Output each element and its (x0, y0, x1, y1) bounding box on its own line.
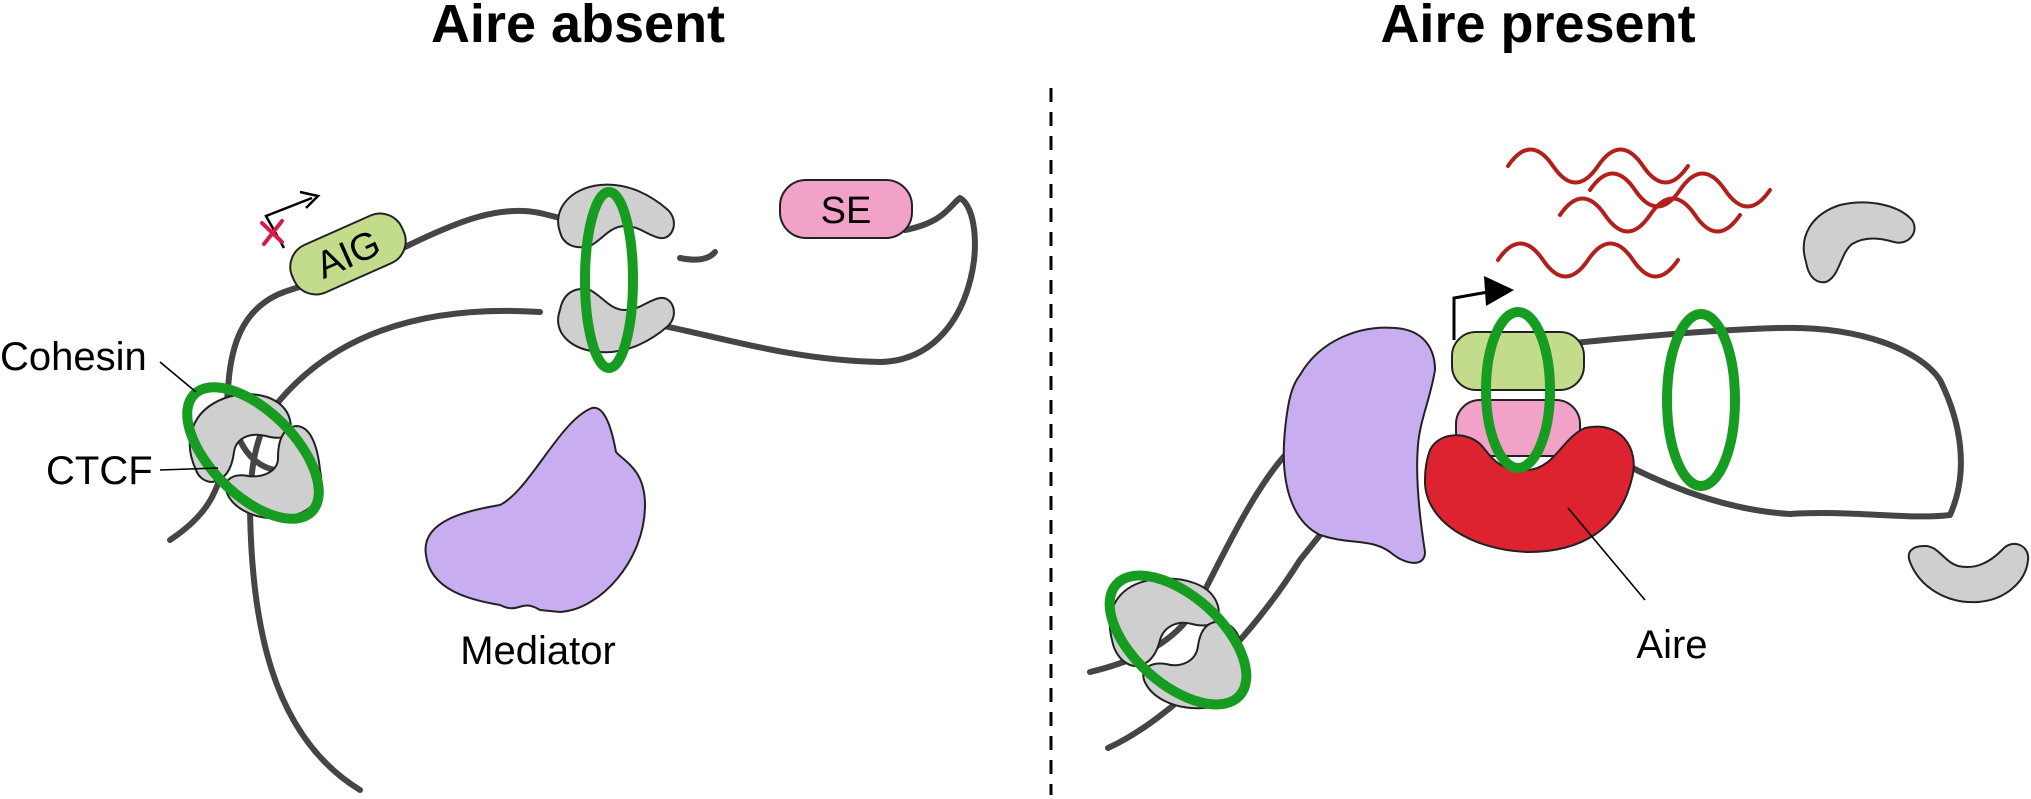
transcripts (1496, 147, 1772, 279)
aire-leader (1567, 507, 1646, 601)
tss-arrow-active (1452, 276, 1514, 340)
mediator-label: Mediator (460, 629, 616, 673)
loop-anchor-top (557, 183, 675, 373)
ctcf-protein (188, 393, 292, 484)
loop-anchor-left (182, 382, 324, 524)
ctcf-free-protein (1907, 542, 2030, 604)
tss-arrow-blocked (264, 190, 321, 249)
left-panel: AIG SE (0, 179, 978, 793)
transcript-wave (1506, 147, 1690, 185)
blocked-x-icon (260, 219, 284, 246)
ctcf-free-protein (1802, 201, 1916, 284)
mediator-complex (1282, 326, 1437, 564)
aig-gene-active (1451, 331, 1585, 391)
mediator-complex (424, 406, 647, 614)
loop-anchor-right (1104, 570, 1252, 710)
cohesin-ring (580, 187, 638, 373)
panel-title-left: Aire absent (431, 0, 725, 54)
panel-title-right: Aire present (1380, 0, 1695, 54)
transcript-wave (1588, 171, 1772, 209)
ctcf-leader (159, 467, 219, 471)
cohesin-label: Cohesin (0, 335, 147, 379)
cohesin-ring (1481, 307, 1555, 473)
cohesin-ring (1104, 570, 1252, 710)
se-enhancer: SE (779, 179, 913, 239)
aire-protein (1423, 425, 1635, 554)
aig-gene: AIG (289, 212, 407, 296)
ctcf-protein (557, 288, 675, 354)
transcript-wave (1496, 241, 1680, 279)
cohesin-leader (159, 361, 197, 393)
transcript-wave (1558, 196, 1742, 234)
ctcf-label: CTCF (46, 449, 153, 493)
cohesin-ring (1662, 309, 1740, 491)
se-label: SE (821, 190, 872, 232)
cohesin-ring (182, 382, 324, 524)
aire-label: Aire (1636, 623, 1707, 667)
right-panel: Aire (1087, 147, 2030, 751)
